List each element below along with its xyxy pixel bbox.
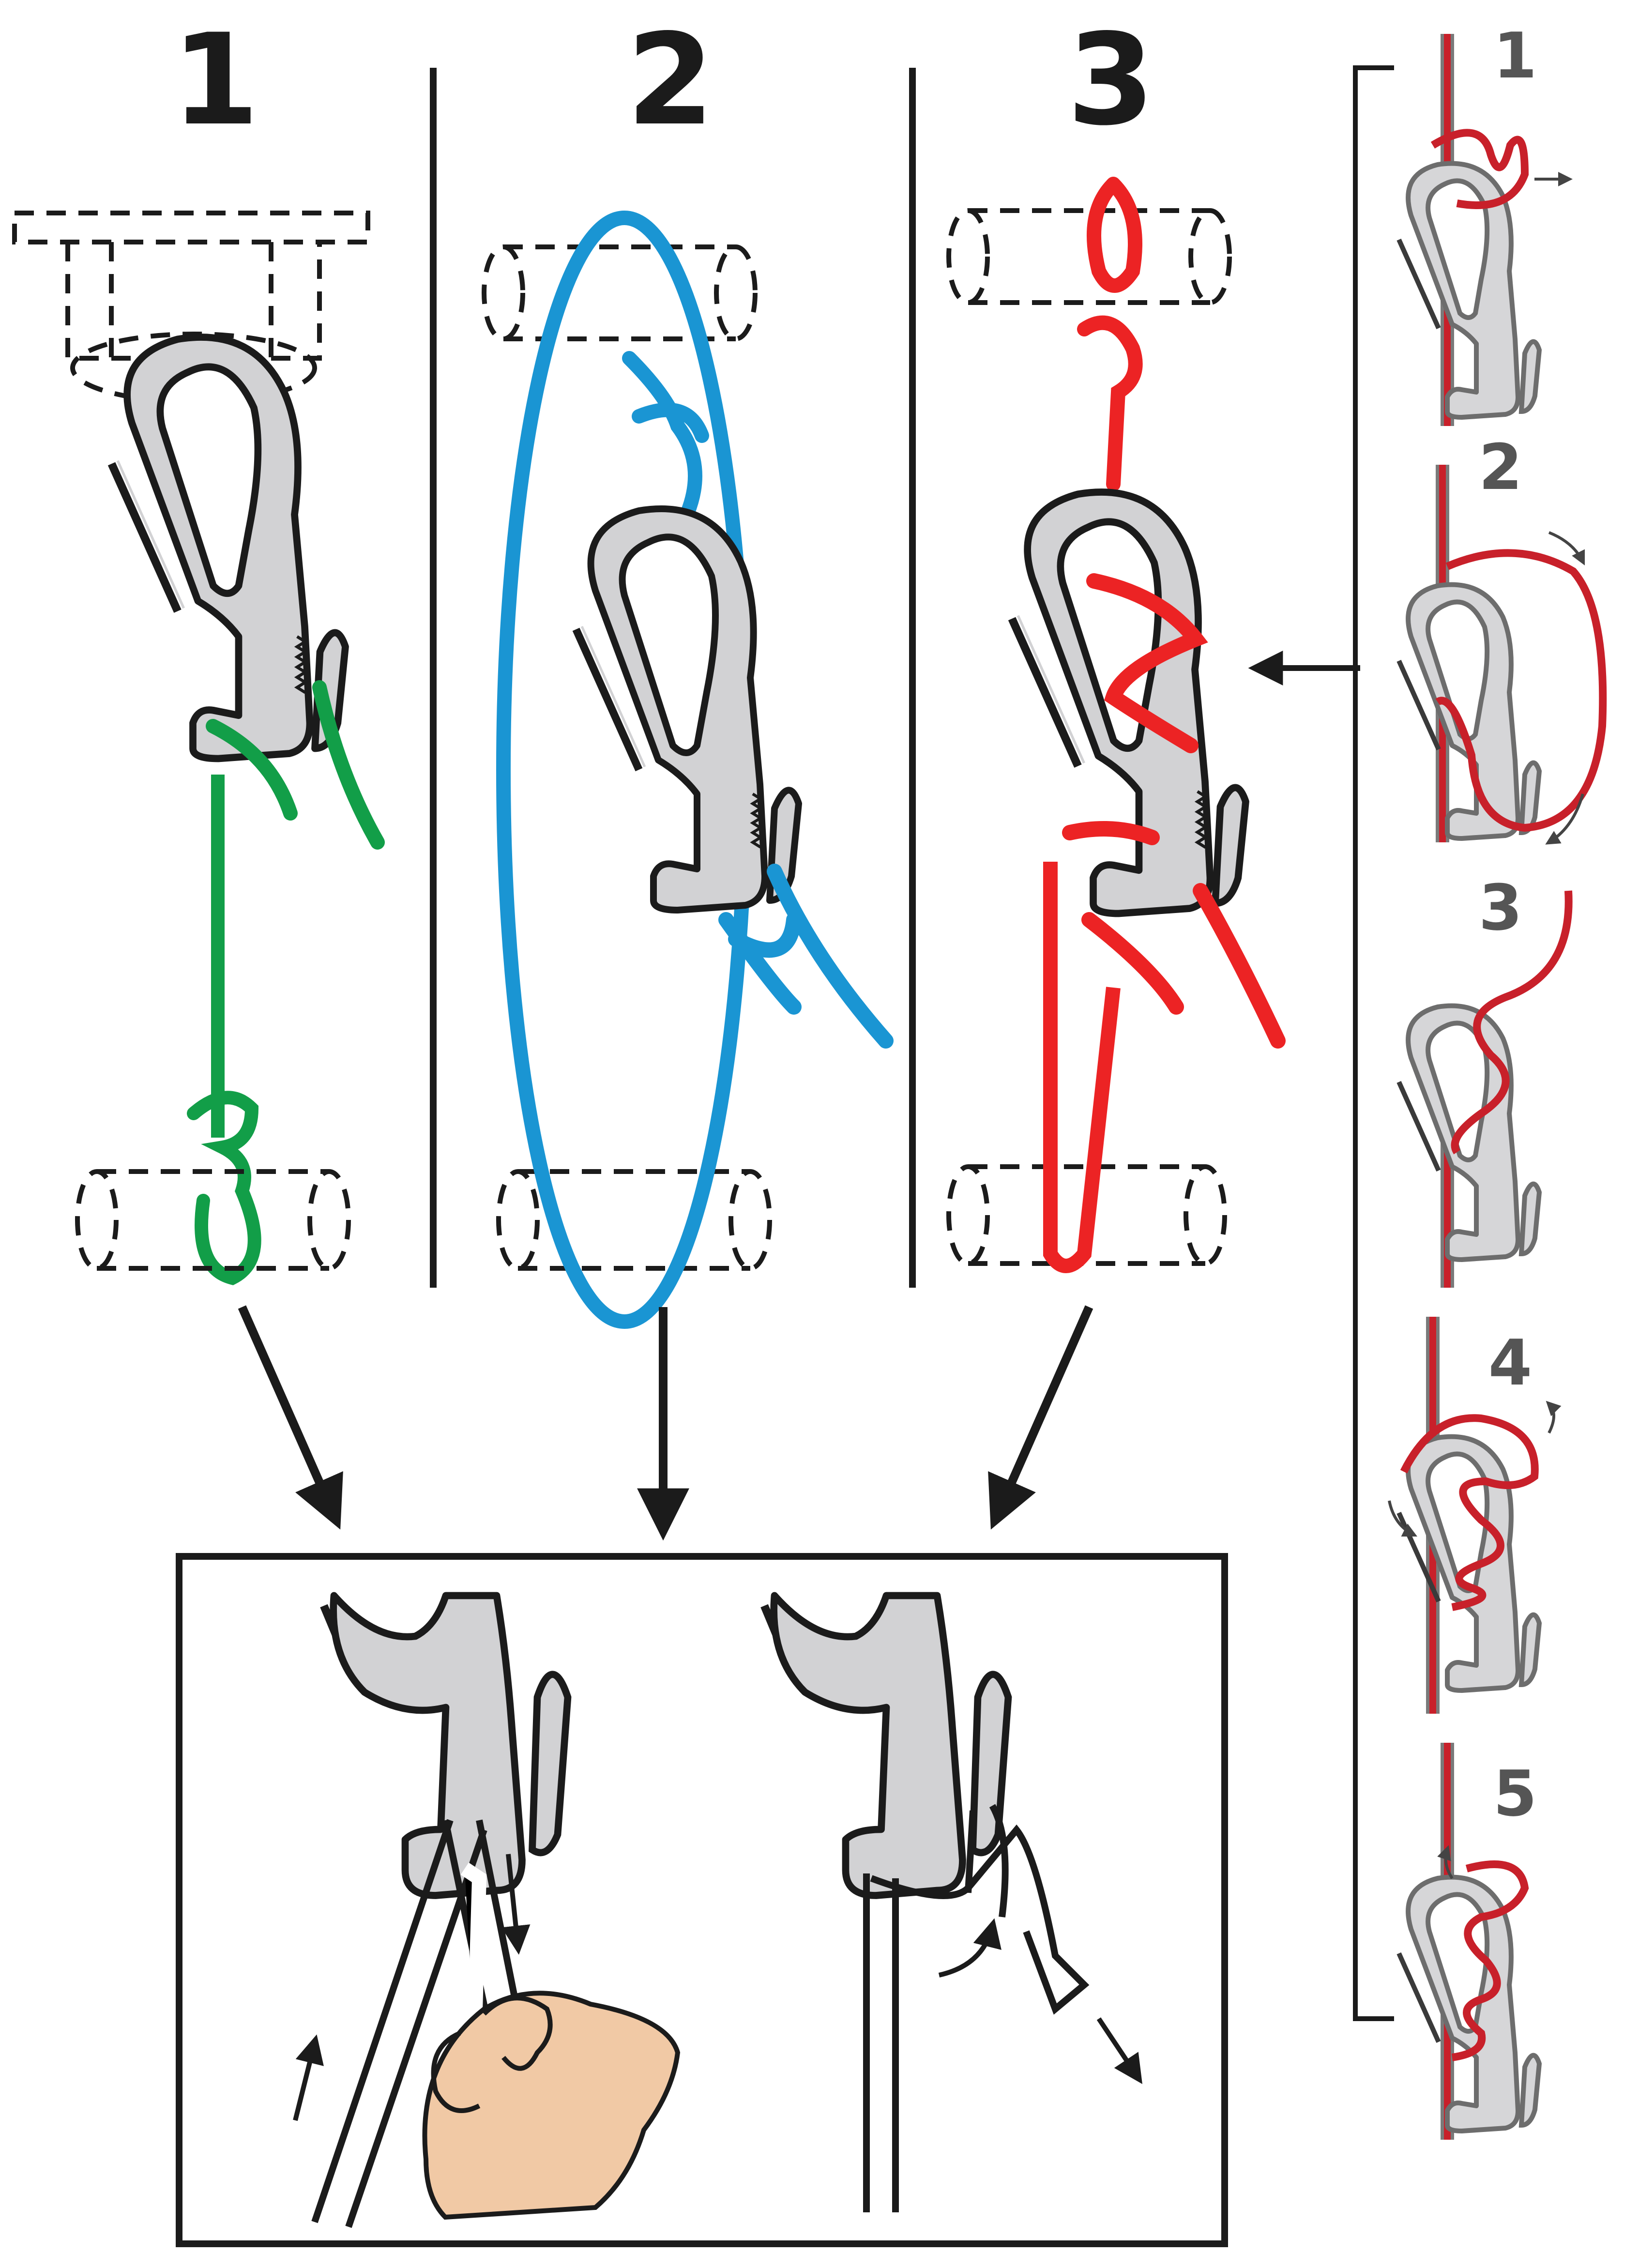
tension-detail-box [176, 1553, 1228, 2247]
side-step-5: 5 [1399, 1743, 1539, 2140]
arrow-panel-3 [988, 1305, 1093, 1530]
panel-number-2: 2 [627, 7, 714, 153]
arrow-panel-1 [238, 1305, 343, 1530]
panel-2 [482, 211, 894, 1329]
side-step-number-5: 5 [1493, 1757, 1537, 1830]
panel-1 [12, 211, 385, 1285]
side-bracket [1353, 65, 1394, 2021]
side-step-number-3: 3 [1479, 871, 1522, 944]
panel-number-1: 1 [172, 7, 259, 153]
side-step-3: 3 [1399, 871, 1573, 1288]
side-step-number-1: 1 [1493, 19, 1537, 92]
pull-arrow-down [501, 1854, 531, 1955]
pull-arrow-up [293, 2034, 324, 2121]
panel-3 [946, 177, 1286, 1273]
side-step-number-2: 2 [1479, 430, 1522, 504]
curve-arrow [938, 1918, 1002, 1978]
side-step-number-4: 4 [1488, 1326, 1532, 1400]
side-step-2: 2 [1399, 430, 1607, 845]
release-arrow [1096, 2017, 1142, 2084]
hand-image [422, 1991, 681, 2220]
side-step-1: 1 [1399, 19, 1573, 426]
side-step-4: 4 [1388, 1317, 1562, 1714]
side-steps-column: 1 2 3 4 [1248, 19, 1607, 2140]
panel-number-3: 3 [1067, 7, 1155, 153]
